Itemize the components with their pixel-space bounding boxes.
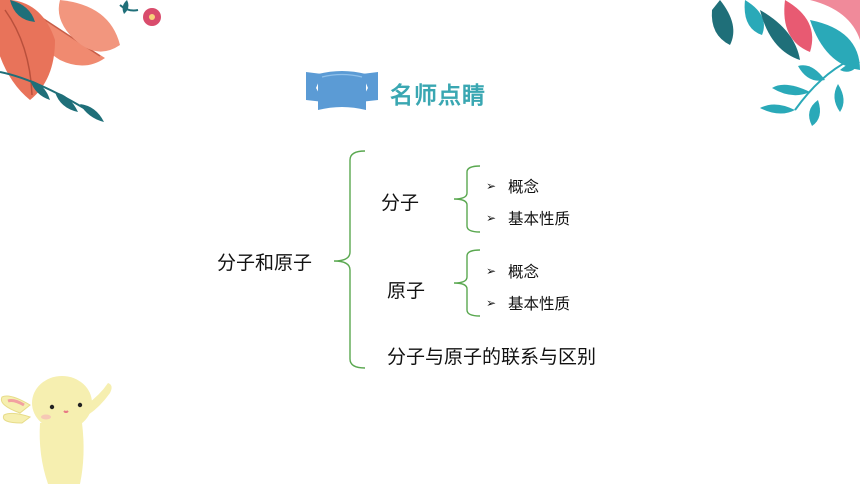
leaf-label: 概念 xyxy=(508,178,540,196)
molecule-item-concept: ➢ 概念 xyxy=(486,175,539,197)
leaf-label: 基本性质 xyxy=(508,295,571,313)
branch-molecule-label: 分子 xyxy=(381,192,420,214)
molecule-brace xyxy=(453,165,481,233)
molecule-item-properties: ➢ 基本性质 xyxy=(486,207,570,229)
main-brace xyxy=(333,150,366,369)
arrow-bullet-icon: ➢ xyxy=(486,296,497,310)
ribbon-banner-icon xyxy=(306,71,378,110)
arrow-bullet-icon: ➢ xyxy=(486,179,497,193)
root-node: 分子和原子 xyxy=(217,252,313,274)
relation-node: 分子与原子的联系与区别 xyxy=(387,346,597,368)
atom-brace xyxy=(453,249,481,317)
top-left-leaves-decoration xyxy=(0,0,161,122)
atom-item-concept: ➢ 概念 xyxy=(486,260,539,282)
arrow-bullet-icon: ➢ xyxy=(486,211,497,225)
page-title: 名师点睛 xyxy=(390,83,486,109)
branch-atom-label: 原子 xyxy=(387,280,426,302)
top-right-leaves-decoration xyxy=(711,0,860,126)
bunny-mascot xyxy=(0,376,112,484)
arrow-bullet-icon: ➢ xyxy=(486,264,497,278)
leaf-label: 概念 xyxy=(508,263,540,281)
atom-item-properties: ➢ 基本性质 xyxy=(486,292,570,314)
leaf-label: 基本性质 xyxy=(508,210,571,228)
